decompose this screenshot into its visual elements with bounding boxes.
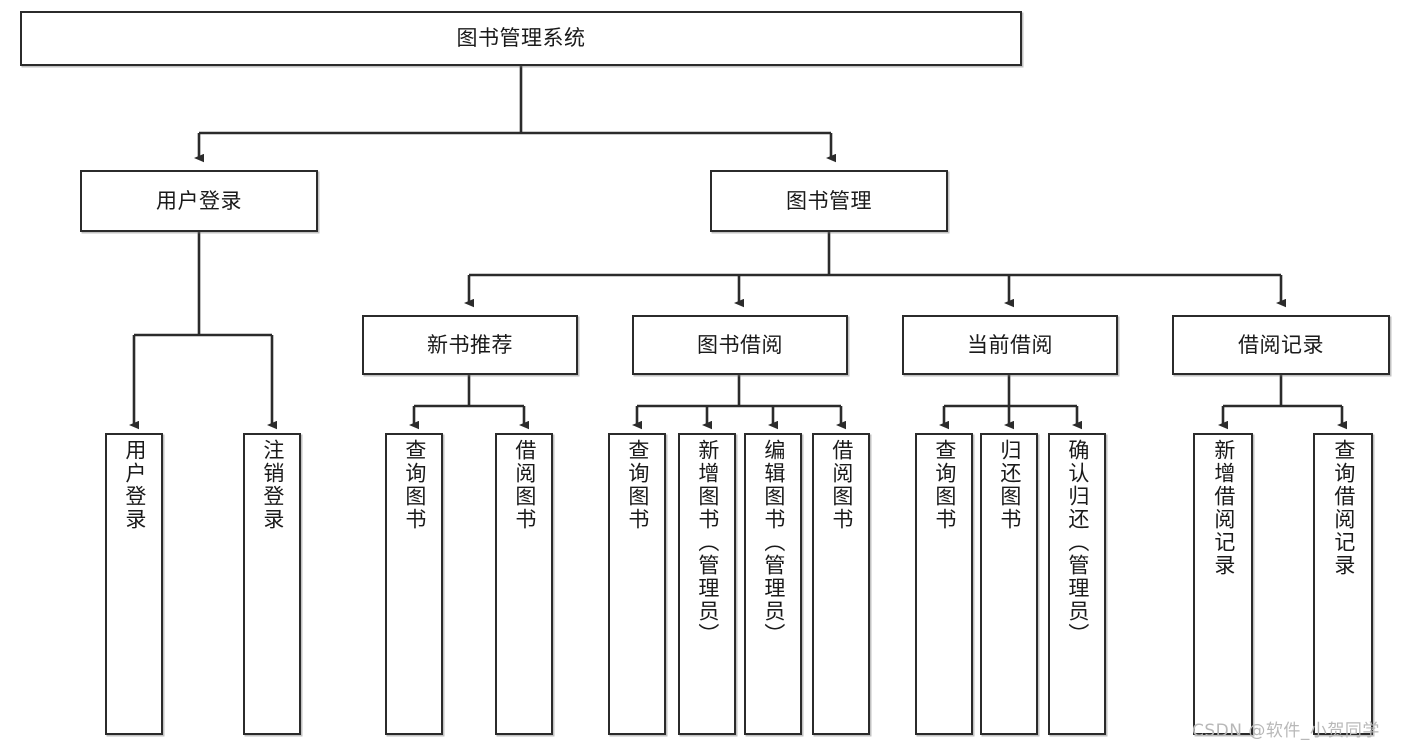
node-leaf-query-book-1[interactable]: 查询图书	[385, 433, 443, 735]
node-book-borrow[interactable]: 图书借阅	[632, 315, 848, 375]
node-book-borrow-label: 图书借阅	[697, 332, 783, 357]
node-borrow-record-label: 借阅记录	[1238, 332, 1324, 357]
node-leaf-query-book-1-label: 查询图书	[402, 439, 427, 531]
node-leaf-add-record-label: 新增借阅记录	[1211, 439, 1236, 577]
node-user-login[interactable]: 用户登录	[80, 170, 318, 232]
node-leaf-return-book-label: 归还图书	[997, 439, 1022, 531]
node-new-book-rec[interactable]: 新书推荐	[362, 315, 578, 375]
node-leaf-borrow-book-2[interactable]: 借阅图书	[812, 433, 870, 735]
node-root[interactable]: 图书管理系统	[20, 11, 1022, 66]
node-leaf-borrow-book-1-label: 借阅图书	[512, 439, 537, 531]
node-leaf-user-login[interactable]: 用户登录	[105, 433, 163, 735]
node-leaf-query-book-2-label: 查询图书	[625, 439, 650, 531]
node-leaf-confirm-return[interactable]: 确认归还（管理员）	[1048, 433, 1106, 735]
node-book-manage[interactable]: 图书管理	[710, 170, 948, 232]
node-leaf-add-book-label: 新增图书（管理员）	[695, 439, 720, 646]
node-leaf-query-record[interactable]: 查询借阅记录	[1313, 433, 1373, 735]
node-leaf-query-book-2[interactable]: 查询图书	[608, 433, 666, 735]
node-leaf-add-book[interactable]: 新增图书（管理员）	[678, 433, 736, 735]
node-leaf-logout-label: 注销登录	[260, 439, 285, 531]
node-leaf-add-record[interactable]: 新增借阅记录	[1193, 433, 1253, 735]
node-borrow-record[interactable]: 借阅记录	[1172, 315, 1390, 375]
node-leaf-edit-book[interactable]: 编辑图书（管理员）	[744, 433, 802, 735]
node-leaf-query-book-3[interactable]: 查询图书	[915, 433, 973, 735]
node-leaf-edit-book-label: 编辑图书（管理员）	[761, 439, 786, 646]
node-leaf-return-book[interactable]: 归还图书	[980, 433, 1038, 735]
node-new-book-rec-label: 新书推荐	[427, 332, 513, 357]
node-leaf-confirm-return-label: 确认归还（管理员）	[1065, 439, 1090, 646]
node-leaf-borrow-book-1[interactable]: 借阅图书	[495, 433, 553, 735]
node-root-label: 图书管理系统	[456, 26, 586, 51]
node-leaf-borrow-book-2-label: 借阅图书	[829, 439, 854, 531]
node-leaf-query-record-label: 查询借阅记录	[1331, 439, 1356, 577]
node-user-login-label: 用户登录	[156, 188, 242, 213]
node-current-borrow-label: 当前借阅	[967, 332, 1053, 357]
node-current-borrow[interactable]: 当前借阅	[902, 315, 1118, 375]
node-leaf-user-login-label: 用户登录	[122, 439, 147, 531]
node-leaf-query-book-3-label: 查询图书	[932, 439, 957, 531]
node-leaf-logout[interactable]: 注销登录	[243, 433, 301, 735]
node-book-manage-label: 图书管理	[786, 188, 872, 213]
